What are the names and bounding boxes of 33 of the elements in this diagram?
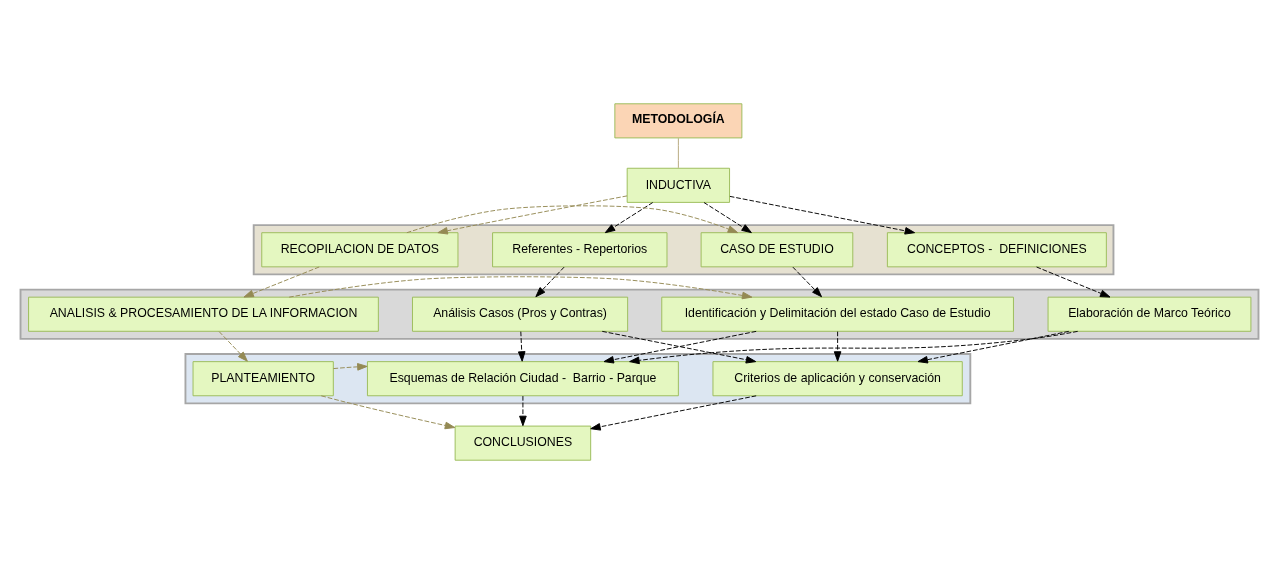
arrow — [519, 395, 527, 426]
node-box: INDUCTIVA — [626, 167, 731, 203]
node-box: PLANTEAMIENTO — [192, 360, 334, 396]
arrow — [833, 330, 842, 362]
arrow — [406, 204, 739, 233]
arrow — [332, 362, 368, 371]
node-box: Análisis Casos (Pros y Contras) — [412, 296, 629, 332]
node-box: METODOLOGÍA — [614, 102, 743, 138]
node-box: CASO DE ESTUDIO — [700, 231, 854, 267]
arrow — [218, 330, 248, 362]
arrow — [729, 195, 916, 235]
connector — [677, 137, 679, 168]
node-box: Identificación y Delimitación del estado Caso de Estudio — [661, 296, 1014, 332]
arrow — [1036, 266, 1111, 298]
node-box: Elaboración de Marco Teórico — [1047, 296, 1252, 332]
arrow — [288, 275, 753, 299]
node-box: RECOPILACION DE DATOS — [261, 231, 459, 267]
arrow — [517, 330, 526, 362]
arrow — [243, 266, 320, 298]
arrow — [437, 194, 628, 235]
arrow — [629, 330, 1079, 364]
arrow — [792, 266, 823, 297]
node-box: Criterios de aplicación y conservación — [712, 360, 963, 396]
arrow — [703, 201, 752, 233]
arrow — [320, 394, 456, 429]
arrow — [604, 201, 654, 233]
node-box: CONCEPTOS - DEFINICIONES — [886, 231, 1107, 267]
node-box: Referentes - Repertorios — [492, 231, 668, 267]
node-box: Esquemas de Relación Ciudad - Barrio - Parque — [366, 360, 679, 396]
node-box: ANALISIS & PROCESAMIENTO DE LA INFORMACION — [28, 296, 379, 332]
arrow — [535, 266, 565, 297]
arrow — [917, 330, 1070, 363]
node-box: CONCLUSIONES — [454, 425, 592, 461]
